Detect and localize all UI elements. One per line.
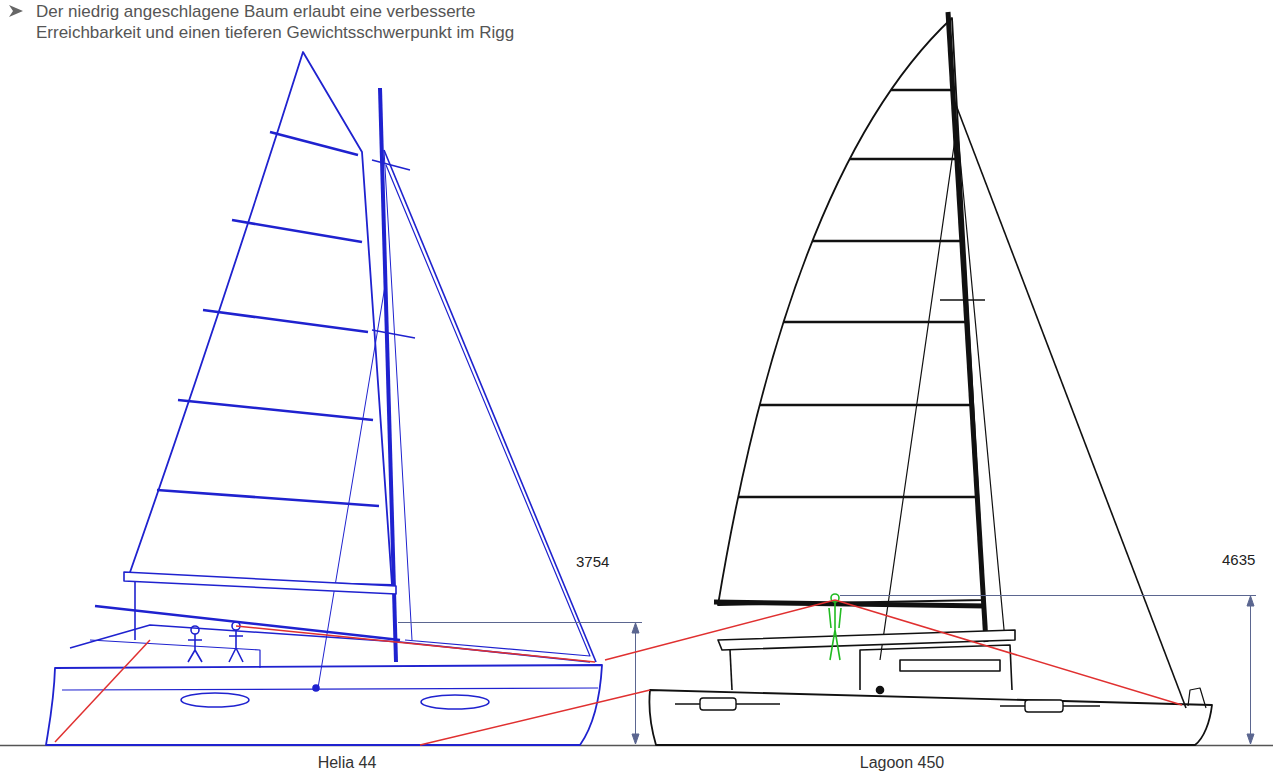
cabin-window	[900, 660, 1000, 671]
forestay	[956, 105, 1186, 708]
battens	[157, 132, 379, 506]
helia-drawing	[46, 52, 602, 745]
spreader	[372, 160, 410, 170]
mainsail	[128, 52, 392, 585]
hardtop	[95, 606, 400, 640]
boom	[124, 572, 396, 594]
dimension-value: 4635	[1222, 551, 1255, 570]
hull-portholes	[675, 698, 1100, 712]
dimension-value: 3754	[576, 553, 609, 572]
shroud	[880, 125, 1005, 660]
boat-name: Helia 44	[318, 753, 377, 773]
lagoon-drawing	[649, 12, 1212, 745]
person-figure	[829, 594, 841, 660]
crew-figures	[188, 622, 243, 662]
shroud	[384, 150, 412, 640]
sheer-line	[62, 688, 598, 690]
sight-lines	[55, 600, 1182, 745]
porthole	[181, 693, 249, 707]
hardtop-post	[730, 650, 732, 690]
mast	[948, 12, 986, 642]
spreader	[940, 299, 985, 301]
dimension-helia	[398, 623, 642, 745]
jib	[386, 165, 590, 656]
chainplate	[877, 687, 884, 694]
mainsail	[718, 18, 984, 605]
chainplate	[313, 685, 319, 691]
dimension-lagoon	[840, 596, 1256, 745]
shroud	[318, 280, 386, 688]
porthole	[421, 695, 489, 709]
hull	[46, 665, 602, 745]
boat-name: Lagoon 450	[860, 753, 945, 773]
cockpit	[90, 640, 260, 668]
bullet-arrow	[9, 5, 23, 17]
forestay	[384, 150, 596, 662]
hull	[649, 690, 1212, 745]
spreader	[372, 330, 415, 338]
bow-pulpit	[1188, 688, 1206, 708]
caption-note: Der niedrig angeschlagene Baum erlaubt e…	[36, 1, 584, 44]
cabin	[860, 645, 1012, 690]
battens	[738, 90, 976, 497]
